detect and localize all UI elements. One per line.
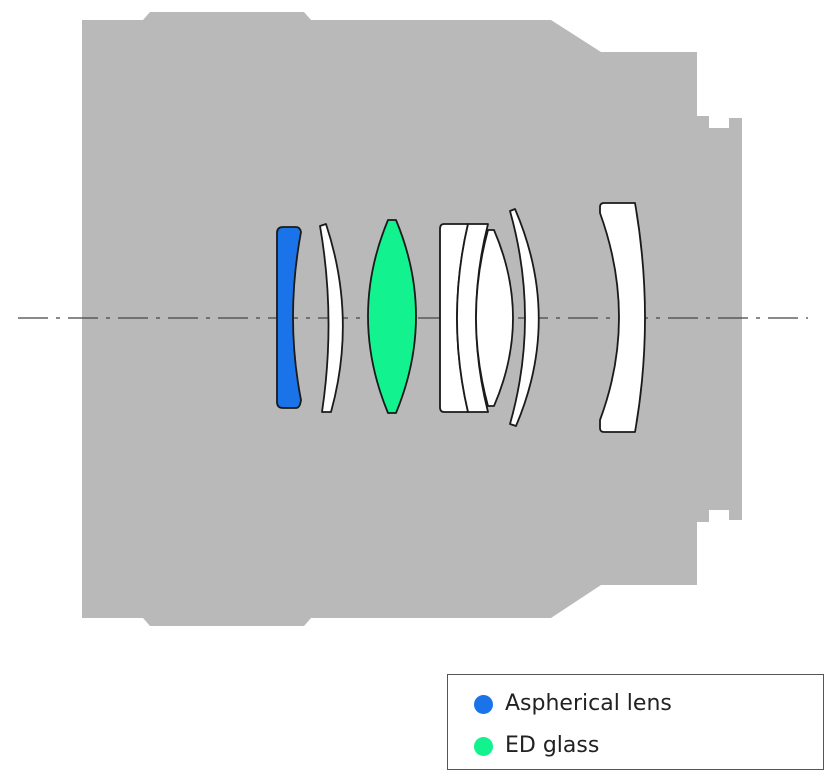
lens-element-3-ed-glass [367,219,417,414]
lens-element-7 [509,208,540,427]
lens-element-1-aspherical [276,226,302,409]
legend-item-aspherical: Aspherical lens [474,689,672,719]
lens-element-6 [475,229,514,407]
filled-circle-icon [474,694,493,714]
lens-element-8 [599,202,646,433]
lens-element-2 [319,223,344,413]
legend-label-aspherical: Aspherical lens [505,691,672,716]
legend-label-ed-glass: ED glass [505,733,600,758]
filled-circle-icon [474,736,493,756]
legend-item-ed-glass: ED glass [474,731,599,761]
legend-box: Aspherical lens ED glass [447,674,824,770]
